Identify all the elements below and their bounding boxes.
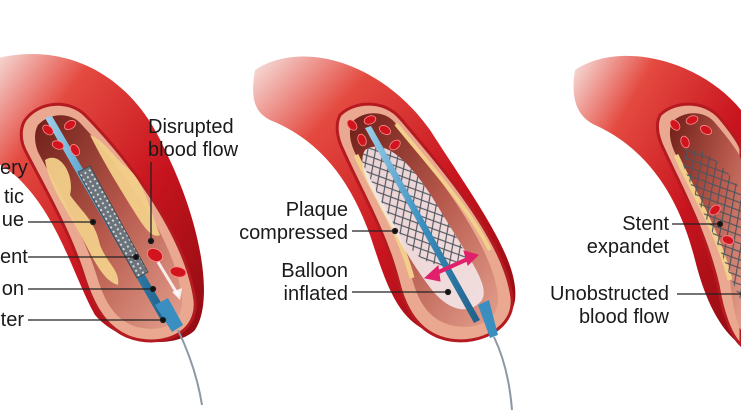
label-stent-expanded: Stent expandet bbox=[560, 213, 669, 259]
catheter-tip bbox=[155, 298, 183, 332]
red-blood-cells bbox=[42, 120, 187, 278]
label-balloon: on bbox=[0, 278, 24, 301]
leader-lines bbox=[352, 227, 452, 296]
label-line: inflated bbox=[283, 283, 349, 305]
catheter-tip bbox=[478, 300, 498, 338]
guidewire bbox=[177, 329, 203, 406]
label-balloon-inflated: Balloon inflated bbox=[220, 260, 348, 306]
label-line: blood flow bbox=[148, 139, 239, 161]
label-line: expandet bbox=[586, 236, 669, 258]
red-blood-cells bbox=[669, 115, 735, 245]
label-line: compressed bbox=[239, 222, 348, 244]
label-line: ue bbox=[1, 209, 24, 231]
label-disrupted-blood-flow: Disrupted blood flow bbox=[148, 116, 238, 162]
label-line: Disrupted bbox=[148, 116, 234, 138]
label-catheter: ter bbox=[0, 309, 24, 332]
plaque-compressed-layer bbox=[394, 122, 492, 251]
panel-stent-insertion bbox=[0, 54, 204, 406]
arrow-head-icon bbox=[172, 288, 182, 300]
plaque-deposit bbox=[90, 135, 160, 236]
label-line: Plaque bbox=[285, 199, 348, 221]
label-line: Unobstructed bbox=[550, 283, 669, 305]
label-line: Stent bbox=[622, 213, 669, 235]
crimped-stent bbox=[77, 165, 149, 279]
guidewire bbox=[493, 336, 513, 411]
label-stent: ent bbox=[0, 246, 28, 269]
panel-balloon-inflation bbox=[253, 56, 516, 411]
label-line: Balloon bbox=[281, 260, 348, 282]
label-line: tic bbox=[4, 186, 24, 208]
label-line: on bbox=[1, 278, 24, 300]
disrupted-flow-arrow bbox=[156, 261, 180, 296]
catheter-shaft bbox=[365, 126, 480, 323]
label-atherosclerotic-plaque: tic ue bbox=[0, 186, 24, 232]
expansion-arrow-icon bbox=[423, 250, 479, 282]
red-blood-cells bbox=[346, 115, 401, 151]
leader-lines bbox=[28, 162, 167, 324]
label-unobstructed-blood-flow: Unobstructed blood flow bbox=[520, 283, 669, 329]
label-line: ter bbox=[0, 309, 24, 331]
label-artery: ery bbox=[0, 157, 28, 180]
label-line: ery bbox=[0, 157, 28, 179]
leader-lines bbox=[672, 220, 741, 295]
label-line: blood flow bbox=[578, 306, 669, 328]
panel-stent-expanded bbox=[573, 55, 741, 348]
label-plaque-compressed: Plaque compressed bbox=[220, 199, 348, 245]
label-line: ent bbox=[0, 246, 28, 268]
